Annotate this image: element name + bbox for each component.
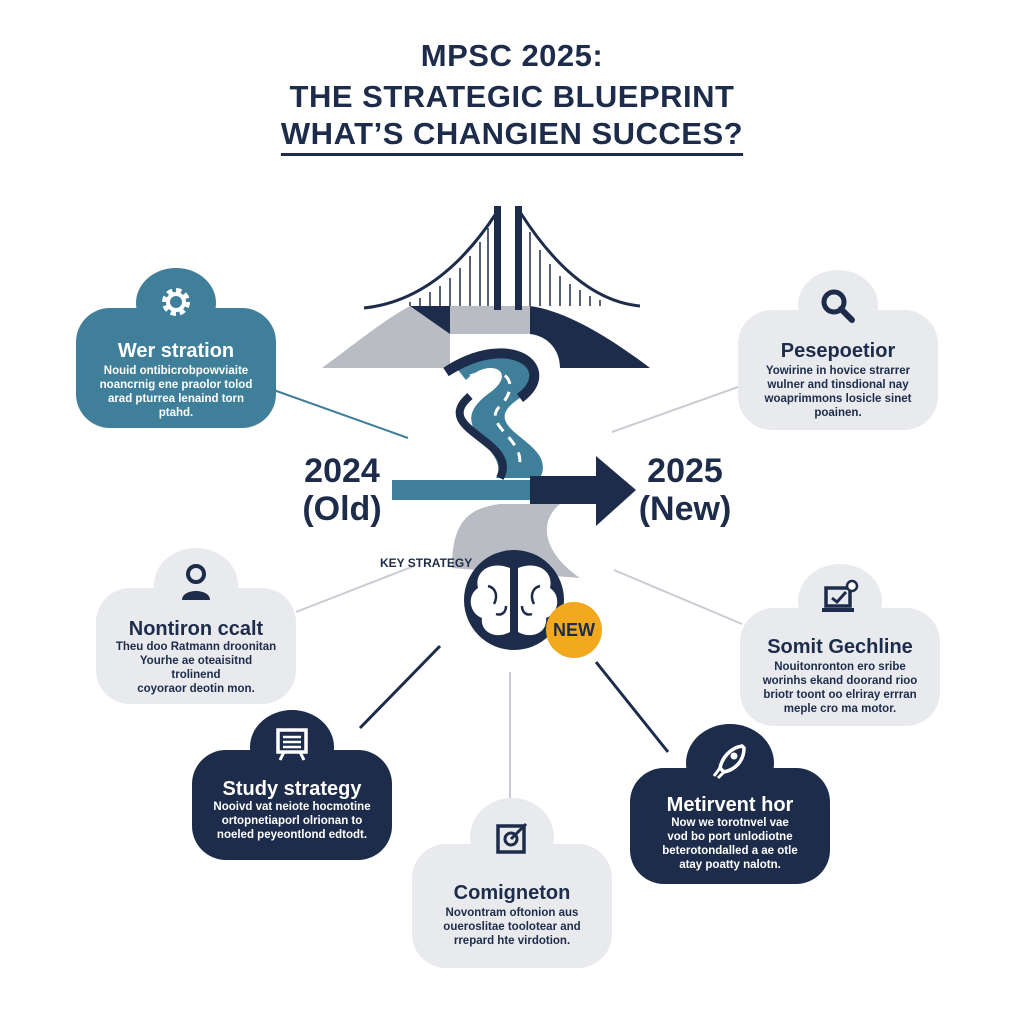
bridge-icon [322, 206, 650, 368]
card-title: Pesepoetior [780, 340, 896, 362]
new-label: (New) [638, 490, 732, 528]
title-line-2: THE STRATEGIC BLUEPRINT [289, 79, 735, 114]
target-icon [496, 822, 528, 854]
rocket-icon [712, 744, 746, 780]
title-line-3-text: WHAT’S CHANGIEN SUCCES? [280, 116, 744, 156]
connector-line [267, 387, 409, 439]
card-title: Wer stration [117, 340, 235, 362]
card-body: Nooivd vat neiote hocmotine ortopnetiapo… [213, 801, 371, 841]
brain-icon [464, 550, 564, 650]
laptop-check-icon [822, 579, 859, 612]
old-label: (Old) [302, 490, 382, 528]
card-title: Comigneton [453, 882, 571, 904]
year-old: 2024 (Old) [292, 452, 392, 528]
card-wer-stration: Wer stration Nouid ontibicrobpowviaite n… [76, 268, 276, 428]
card-nontiron-ccalt: Nontiron ccalt Theu doo Ratmann droonita… [96, 548, 296, 704]
card-body: Nouid ontibicrobpowviaite noancrnig ene … [99, 365, 253, 419]
new-badge: NEW [546, 602, 602, 658]
card-study-strategy: Study strategy Nooivd vat neiote hocmoti… [192, 710, 392, 860]
winding-road-icon [443, 348, 543, 480]
magnifier-icon [821, 289, 855, 323]
card-body: Nouitonronton ero sribe worinhs ekand do… [762, 661, 918, 715]
card-title: Somit Gechline [767, 636, 913, 658]
connector-line [358, 644, 442, 730]
key-strategy-label: KEY STRATEGY [380, 556, 473, 570]
card-title: Nontiron ccalt [128, 618, 264, 640]
new-year: 2025 [647, 452, 723, 490]
connector-line [611, 381, 753, 433]
gray-arch [452, 504, 580, 578]
card-body: Theu doo Ratmann droonitan Yourhe ae ote… [115, 641, 277, 695]
old-year: 2024 [304, 452, 380, 490]
connector-line [295, 565, 415, 613]
timeline-arrow [392, 456, 636, 526]
card-body: Yowirine in hovice strarrer wulner and t… [764, 365, 912, 419]
card-title: Metirvent hor [666, 794, 794, 816]
title-line-1: MPSC 2025: [420, 38, 604, 73]
card-title: Study strategy [222, 778, 362, 800]
year-new: 2025 (New) [630, 452, 740, 528]
title-line-3: WHAT’S CHANGIEN SUCCES? [0, 116, 1024, 156]
card-metirvent-hor: Metirvent hor Now we torotnvel vae vod b… [630, 724, 830, 884]
card-comigneton: Comigneton Novontram oftonion aus oueros… [412, 798, 612, 968]
gear-icon [162, 288, 190, 316]
card-somit-gechline: Somit Gechline Nouitonronton ero sribe w… [740, 564, 940, 726]
person-icon [182, 564, 210, 600]
card-body: Now we torotnvel vae vod bo port unlodio… [662, 817, 798, 871]
card-pesepoetior: Pesepoetior Yowirine in hovice strarrer … [738, 270, 938, 430]
list-board-icon [276, 728, 308, 761]
connector-line [613, 569, 743, 625]
card-body: Novontram oftonion aus oueroslitae toolo… [443, 907, 581, 947]
connector-line [594, 661, 670, 753]
